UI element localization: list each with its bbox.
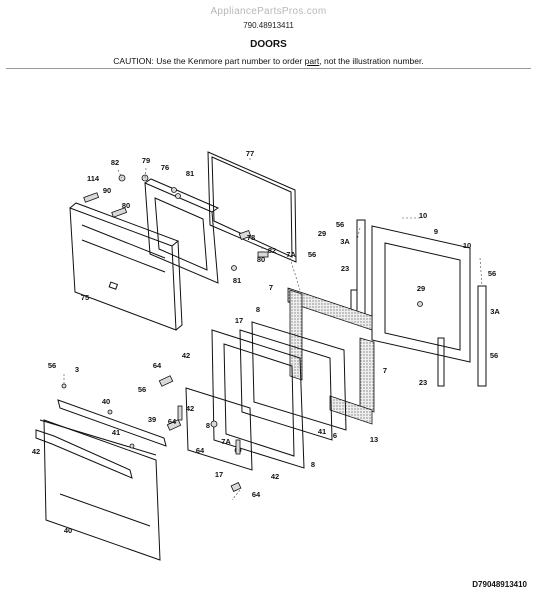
callout-114: 114 [87,174,100,183]
callout-77: 77 [246,149,254,158]
caution-part-link[interactable]: part [304,56,320,66]
callout-64: 64 [153,361,162,370]
upper-door-frame [144,178,220,284]
callout-8: 8 [256,305,260,314]
callout-6: 6 [333,431,337,440]
callout-17: 17 [235,316,243,325]
callout-3: 3 [75,365,79,374]
callout-42: 42 [32,447,40,456]
callout-3A: 3A [490,307,500,316]
callout-82: 82 [268,246,276,255]
callout-7A: 7A [286,250,296,259]
callout-82: 82 [111,158,119,167]
callout-80: 80 [122,201,130,210]
callout-81: 81 [233,276,241,285]
callout-56: 56 [488,269,496,278]
callout-75: 75 [81,293,89,302]
callout-23: 23 [419,378,427,387]
upper-door-outer-panel [69,202,183,331]
callout-64: 64 [168,417,177,426]
upper-hardware [83,174,269,271]
small-hardware-lower [61,375,242,492]
callout-56: 56 [336,220,344,229]
caution-prefix: CAUTION: Use the Kenmore part number to … [113,56,305,66]
callout-41: 41 [112,428,120,437]
caution-suffix: , not the illustration number. [319,56,424,66]
callout-64: 64 [252,490,261,499]
page-title: DOORS [250,39,287,50]
callout-80: 80 [257,255,265,264]
callout-76: 76 [161,163,169,172]
callout-8: 8 [206,421,210,430]
caution-note: CAUTION: Use the Kenmore part number to … [0,56,537,66]
callout-3A: 3A [340,237,350,246]
callout-39: 39 [148,415,156,424]
diagram-id: D79048913410 [472,580,527,589]
callout-79: 79 [142,156,150,165]
callout-64: 64 [196,446,205,455]
callout-42: 42 [271,472,279,481]
oven-door-frame-right [371,225,471,363]
site-watermark: AppliancePartsPros.com [210,6,327,17]
inner-door-layers [211,321,347,469]
callout-7A: 7A [221,437,231,446]
callout-8: 8 [311,460,315,469]
callout-81: 81 [186,169,194,178]
model-number: 790.48913411 [243,21,294,30]
callout-7: 7 [269,283,273,292]
callout-42: 42 [182,351,190,360]
callout-10: 10 [419,211,427,220]
callout-42: 42 [186,404,194,413]
callout-78: 78 [247,233,255,242]
callout-17: 17 [215,470,223,479]
callout-40: 40 [64,526,72,535]
callout-29: 29 [318,229,326,238]
header-divider [6,68,531,69]
lower-door-panel [35,399,167,561]
callout-56: 56 [48,361,56,370]
callout-56: 56 [490,351,498,360]
callout-7: 7 [383,366,387,375]
callout-56: 56 [308,250,316,259]
callout-40: 40 [102,397,110,406]
upper-door-glass [207,151,297,263]
callout-23: 23 [341,264,349,273]
callout-90: 90 [103,186,111,195]
callout-9: 9 [434,227,438,236]
callout-41: 41 [318,427,326,436]
leader-lines [63,158,483,501]
callout-10: 10 [463,241,471,250]
callout-13: 13 [370,435,378,444]
callout-29: 29 [417,284,425,293]
callout-56: 56 [138,385,146,394]
